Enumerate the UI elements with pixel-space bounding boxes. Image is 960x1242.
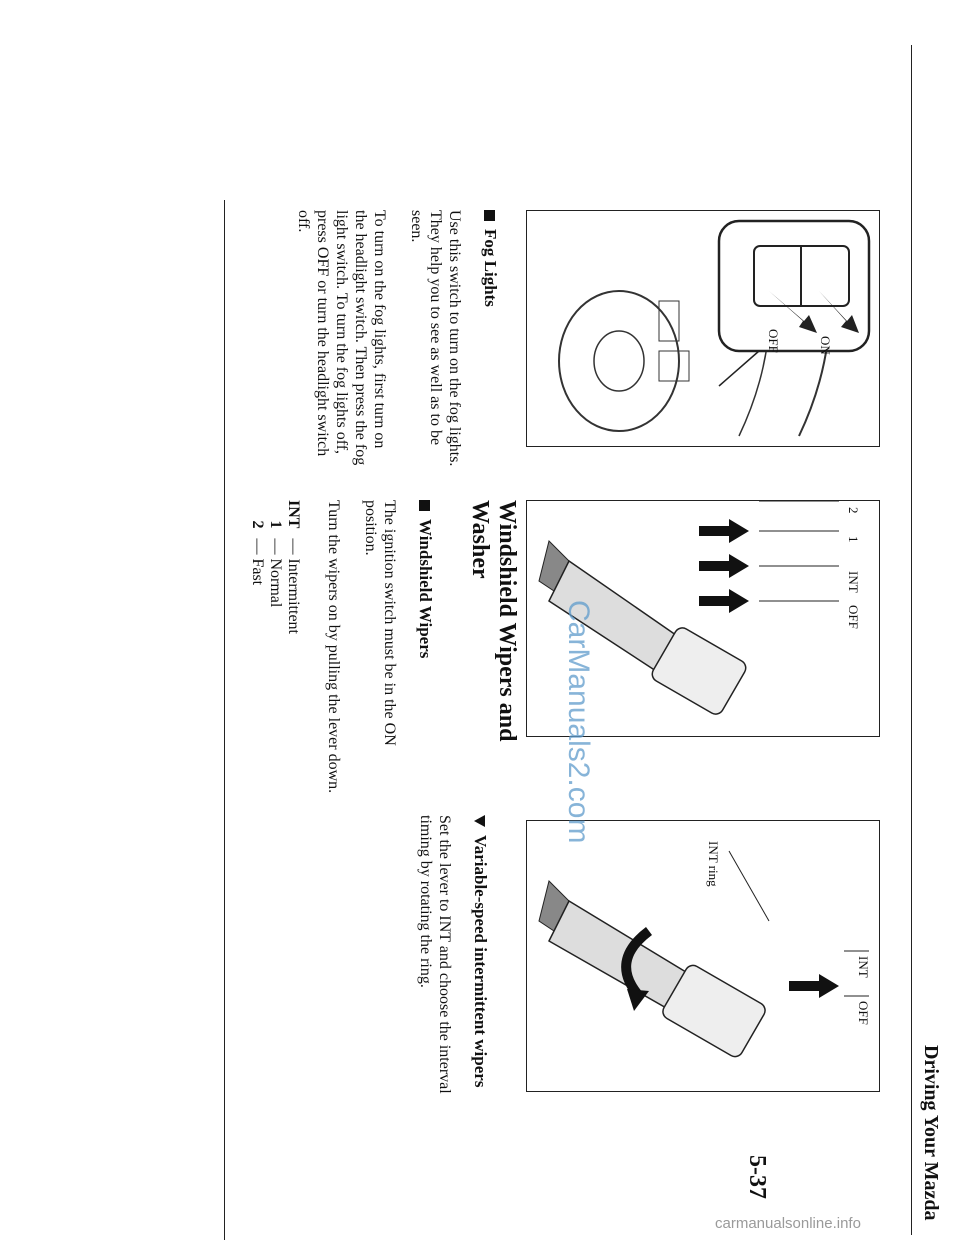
fog-lights-para-1: Use this switch to turn on the fog light… — [408, 210, 463, 467]
fog-lights-heading-text: Fog Lights — [481, 229, 500, 307]
variable-speed-para-1: Set the lever to INT and choose the inte… — [417, 815, 453, 1094]
title-line-2: Washer — [467, 500, 493, 579]
int-ring-label: INT ring — [706, 841, 721, 887]
wiper-lever-illustration: OFF INT 1 2 — [538, 501, 861, 715]
wiper-setting-row: 1 — Normal — [266, 500, 284, 644]
bottom-rule — [224, 200, 225, 1240]
wiper-settings-table: INT — Intermittent 1 — Normal 2 — Fast — [248, 500, 302, 644]
windshield-wipers-para-1: The ignition switch must be in the ON po… — [362, 500, 398, 746]
windshield-wipers-section: Windshield Wipers The ignition switch mu… — [248, 500, 435, 800]
carmanuals-watermark: CarManuals2.com — [562, 600, 595, 844]
wiper-setting-key: 1 — [267, 520, 284, 529]
fog-off-label: OFF — [766, 329, 781, 353]
wipers-section-title: Windshield Wipers and Washer — [466, 500, 520, 820]
title-line-1: Windshield Wipers and — [494, 500, 520, 742]
wiper-int-label: INT — [846, 571, 861, 593]
wiper-setting-desc: — Normal — [267, 538, 284, 608]
wiper-setting-desc: — Intermittent — [285, 538, 302, 634]
square-bullet-icon — [419, 500, 431, 511]
running-head: Driving Your Mazda — [920, 1045, 942, 1221]
site-watermark: carmanualsonline.info — [715, 1215, 861, 1232]
windshield-wipers-heading-text: Windshield Wipers — [416, 519, 435, 659]
variable-speed-heading-text: Variable-speed intermittent wipers — [471, 835, 490, 1088]
wiper-off-label: OFF — [846, 605, 861, 629]
windshield-wipers-para-2: Turn the wipers on by pulling the lever … — [325, 500, 342, 794]
fog-lights-section: Fog Lights Use this switch to turn on th… — [294, 210, 500, 470]
variable-speed-section: Variable-speed intermittent wipers Set t… — [416, 815, 490, 1135]
wiper-two-label: 2 — [846, 507, 861, 514]
fog-light-illustration: OFF ON — [558, 219, 871, 437]
wiper-setting-key: 2 — [249, 520, 266, 529]
fog-on-label: ON — [818, 336, 833, 355]
top-rule — [911, 45, 912, 1235]
fog-lights-para-2: To turn on the fog lights, first turn on… — [295, 210, 388, 466]
page-number: 5-37 — [744, 1155, 770, 1199]
fog-lights-heading: Fog Lights — [480, 210, 500, 470]
wiper-setting-row: INT — Intermittent — [284, 500, 302, 644]
variable-speed-figure: OFF INT INT ring — [526, 820, 880, 1092]
triangle-bullet-icon — [474, 815, 486, 827]
windshield-wipers-heading: Windshield Wipers — [415, 500, 435, 800]
fog-light-figure: OFF ON — [526, 210, 880, 447]
wiper-one-label: 1 — [846, 536, 861, 543]
wiper-setting-desc: — Fast — [249, 538, 266, 586]
variable-off-label: OFF — [856, 1001, 871, 1025]
wiper-setting-row: 2 — Fast — [248, 500, 266, 644]
variable-speed-heading: Variable-speed intermittent wipers — [470, 815, 490, 1135]
variable-int-label: INT — [856, 956, 871, 978]
square-bullet-icon — [484, 210, 496, 221]
variable-speed-illustration: OFF INT INT ring — [538, 841, 871, 1058]
wiper-lever-figure: OFF INT 1 2 — [526, 500, 880, 737]
wiper-setting-key: INT — [285, 500, 302, 529]
